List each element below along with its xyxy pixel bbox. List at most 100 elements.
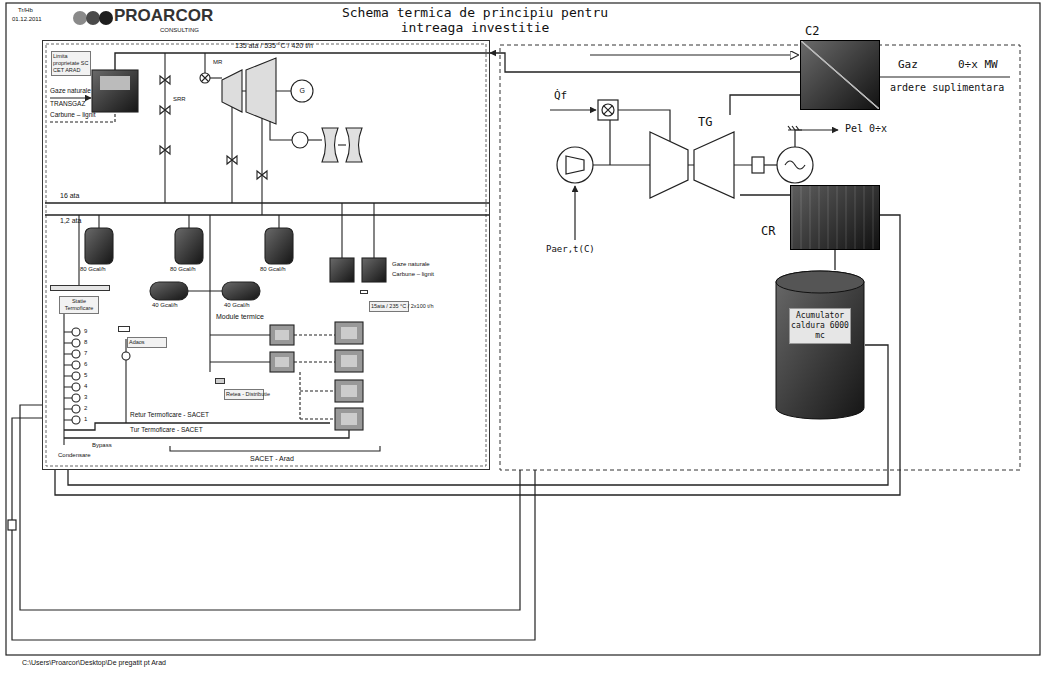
fuel-label: Gaz bbox=[898, 59, 918, 72]
group-label: Module termice bbox=[216, 313, 264, 321]
feed-arrow bbox=[590, 54, 798, 55]
module-detail bbox=[341, 355, 357, 367]
boiler-box: C2 bbox=[800, 40, 880, 110]
module-detail bbox=[341, 385, 357, 397]
condenser-symbol bbox=[292, 132, 308, 148]
node-label: Adaos bbox=[127, 337, 167, 348]
process-box: Adaos bbox=[118, 326, 130, 332]
page-frame bbox=[6, 3, 1040, 655]
node-label: Retea - Distributie bbox=[224, 389, 264, 400]
callout-number: 6 bbox=[84, 361, 87, 368]
gas-line bbox=[880, 76, 1010, 77]
valve-symbol bbox=[160, 106, 170, 114]
cooling-tower bbox=[322, 128, 338, 162]
new-plant-boundary bbox=[500, 45, 1020, 470]
hot-water-boiler bbox=[175, 228, 203, 264]
bracket bbox=[170, 446, 380, 451]
node-label: TG bbox=[698, 115, 712, 129]
module-detail bbox=[275, 357, 289, 367]
storage-tank: Acumulator caldura 6000 mc bbox=[775, 270, 865, 420]
power-range: 0÷x MW bbox=[958, 59, 998, 72]
logo-subtext: CONSULTING bbox=[160, 27, 199, 34]
thermal-module bbox=[335, 408, 363, 430]
symbol-letter: G bbox=[300, 87, 305, 95]
pipe-connector bbox=[730, 95, 800, 115]
parameter-box: 15ata / 235 °C / 2x100 t/h bbox=[360, 290, 368, 294]
pump-connection bbox=[64, 332, 72, 420]
extraction-line bbox=[231, 107, 232, 203]
callout-number: 8 bbox=[84, 339, 87, 346]
compressor-symbol bbox=[566, 156, 584, 174]
valve-symbol bbox=[227, 156, 237, 164]
turbine-shaft bbox=[764, 164, 777, 165]
boiler-connection bbox=[99, 215, 279, 228]
pump-symbol bbox=[72, 383, 80, 391]
steam-turbine-stage bbox=[222, 70, 242, 112]
header-label: 1,2 ata bbox=[60, 217, 81, 225]
node-label: Statie Termoficare bbox=[59, 296, 99, 314]
capacity-label: 80 Gcal/h bbox=[260, 266, 286, 273]
steam-boiler bbox=[362, 258, 386, 282]
hot-water-boiler bbox=[222, 282, 260, 300]
valve-symbol bbox=[8, 520, 16, 530]
distribution-line bbox=[210, 215, 270, 372]
condenser-line bbox=[270, 121, 292, 140]
gas-turbine: TG bbox=[640, 115, 740, 205]
cooling-water-line bbox=[308, 139, 322, 140]
pipe-connector bbox=[490, 53, 800, 72]
fuel-label: ardere suplimentara bbox=[890, 82, 1004, 94]
district-heating-wires bbox=[8, 405, 535, 640]
reducing-station-line bbox=[164, 53, 165, 203]
cogeneration-scheme bbox=[550, 55, 1010, 240]
callout-number: 5 bbox=[84, 372, 87, 379]
capacity-label: 40 Gcal/h bbox=[152, 302, 178, 309]
fuel-label: Gaze naturale bbox=[392, 261, 430, 268]
property-boundary: Limita proprietate SC CET ARADStatie Ter… bbox=[42, 40, 490, 470]
module-detail bbox=[341, 413, 357, 425]
supply-line bbox=[64, 430, 349, 438]
pipe-connector bbox=[740, 194, 790, 195]
turbine-shaft bbox=[688, 164, 752, 165]
process-box: Statie Termoficare bbox=[50, 285, 110, 291]
pump-symbol bbox=[72, 372, 80, 380]
hot-water-boiler bbox=[85, 228, 113, 264]
pipe-connector bbox=[55, 215, 900, 495]
steam-header bbox=[45, 202, 490, 203]
ground-symbol bbox=[788, 126, 802, 130]
turbine-stage bbox=[694, 132, 734, 198]
fuel-label: Carbune – lignit bbox=[50, 111, 96, 118]
header-label: 16 ata bbox=[60, 192, 79, 200]
extraction-line bbox=[261, 118, 262, 215]
signal-name: Paer,t(C) bbox=[546, 244, 595, 254]
part-name: MR bbox=[213, 59, 222, 66]
pump-symbol bbox=[72, 405, 80, 413]
pump-symbol bbox=[72, 416, 80, 424]
control-valve-cross bbox=[202, 75, 209, 82]
callout-number: 7 bbox=[84, 350, 87, 357]
pump-symbol bbox=[72, 339, 80, 347]
steam-turbine-stage bbox=[246, 58, 276, 124]
makeup-line bbox=[125, 360, 126, 423]
steam-boiler bbox=[330, 258, 354, 282]
generator-wave bbox=[785, 161, 805, 169]
heating-wire bbox=[20, 405, 520, 610]
line-label: Condensare bbox=[58, 452, 91, 459]
boiler-window bbox=[100, 76, 130, 90]
callout-number: 3 bbox=[84, 394, 87, 401]
steam-boiler bbox=[92, 70, 138, 112]
recovery-box: CR bbox=[790, 185, 880, 250]
capacity-label: 40 Gcal/h bbox=[224, 302, 250, 309]
hot-water-boiler bbox=[265, 228, 293, 264]
author-note: Tr/Hb bbox=[18, 7, 33, 14]
boiler-connection bbox=[342, 203, 374, 258]
power-arrow bbox=[795, 130, 838, 147]
line-label: Retur Termoficare - SACET bbox=[130, 411, 209, 418]
thermal-module bbox=[270, 325, 294, 345]
module-detail bbox=[341, 327, 357, 339]
generator-symbol bbox=[291, 80, 313, 102]
turbine-inlet-line bbox=[204, 53, 205, 73]
part-name: SRR bbox=[173, 96, 186, 103]
fuel-arrow bbox=[550, 109, 596, 110]
main-steam-line bbox=[115, 53, 490, 70]
